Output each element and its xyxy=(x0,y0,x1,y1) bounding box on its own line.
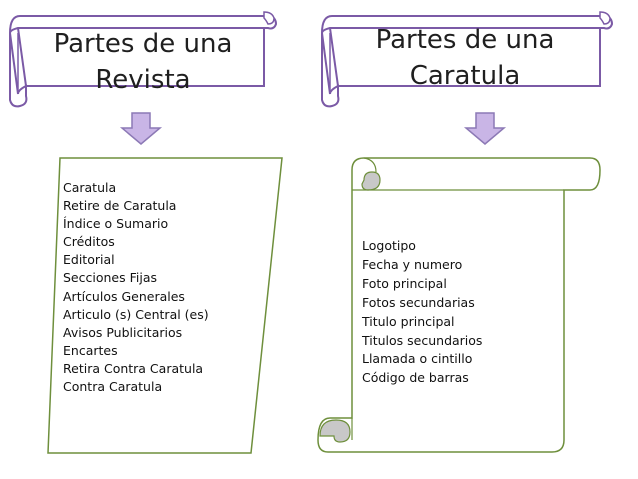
right-scroll-top-line xyxy=(352,157,564,191)
list-item: Logotipo xyxy=(362,238,416,253)
list-item: Retire de Caratula xyxy=(63,198,177,214)
list-item: Titulos secundarios xyxy=(362,332,483,348)
right-banner-title: Partes de una Caratula xyxy=(340,22,590,94)
left-banner-right-curl xyxy=(263,11,275,25)
cover-parts-list: Logotipo Fecha y numero Foto principal F… xyxy=(362,237,482,388)
list-item: Índice o Sumario xyxy=(63,216,169,232)
list-item: Avisos Publicitarios xyxy=(63,324,183,340)
right-scroll xyxy=(317,157,601,453)
list-item: Fecha y numero xyxy=(362,256,463,272)
list-item: Secciones Fijas xyxy=(63,270,157,286)
left-banner-title-line1: Partes de una xyxy=(53,29,233,59)
list-item: Llamada o cintillo xyxy=(362,351,473,367)
right-scroll-bottom-curl xyxy=(319,419,351,443)
list-item: Encartes xyxy=(63,342,118,358)
right-down-arrow xyxy=(463,112,507,145)
right-banner-title-line1: Partes de una xyxy=(375,25,555,55)
list-item: Artículos Generales xyxy=(63,288,185,304)
left-banner-left-tail xyxy=(9,32,28,108)
left-list-box xyxy=(47,157,283,454)
list-item: Créditos xyxy=(63,234,115,250)
left-down-arrow xyxy=(119,112,163,145)
left-banner-title-line2: Revista xyxy=(95,65,191,95)
right-scroll-top-curl xyxy=(361,171,381,191)
right-banner xyxy=(321,11,614,108)
list-item: Contra Caratula xyxy=(63,379,163,395)
list-item: Foto principal xyxy=(362,275,447,291)
left-banner-title: Partes de una Revista xyxy=(28,26,258,98)
right-scroll-body xyxy=(317,157,601,453)
list-item: Fotos secundarias xyxy=(362,294,475,310)
list-item: Titulo principal xyxy=(362,313,455,329)
list-item: Editorial xyxy=(63,252,115,268)
list-item: Articulo (s) Central (es) xyxy=(63,306,209,322)
left-banner-top-curl xyxy=(9,15,278,34)
magazine-parts-list: Caratula Retire de Caratula Índice o Sum… xyxy=(63,179,209,396)
right-banner-right-curl xyxy=(599,11,611,25)
right-banner-left-tail xyxy=(321,32,340,108)
left-banner xyxy=(9,11,278,108)
list-item: Retira Contra Caratula xyxy=(63,360,204,376)
list-item: Código de barras xyxy=(362,370,469,386)
list-item: Caratula xyxy=(63,180,117,195)
right-banner-top-curl xyxy=(321,15,614,34)
right-banner-title-line2: Caratula xyxy=(409,61,521,91)
